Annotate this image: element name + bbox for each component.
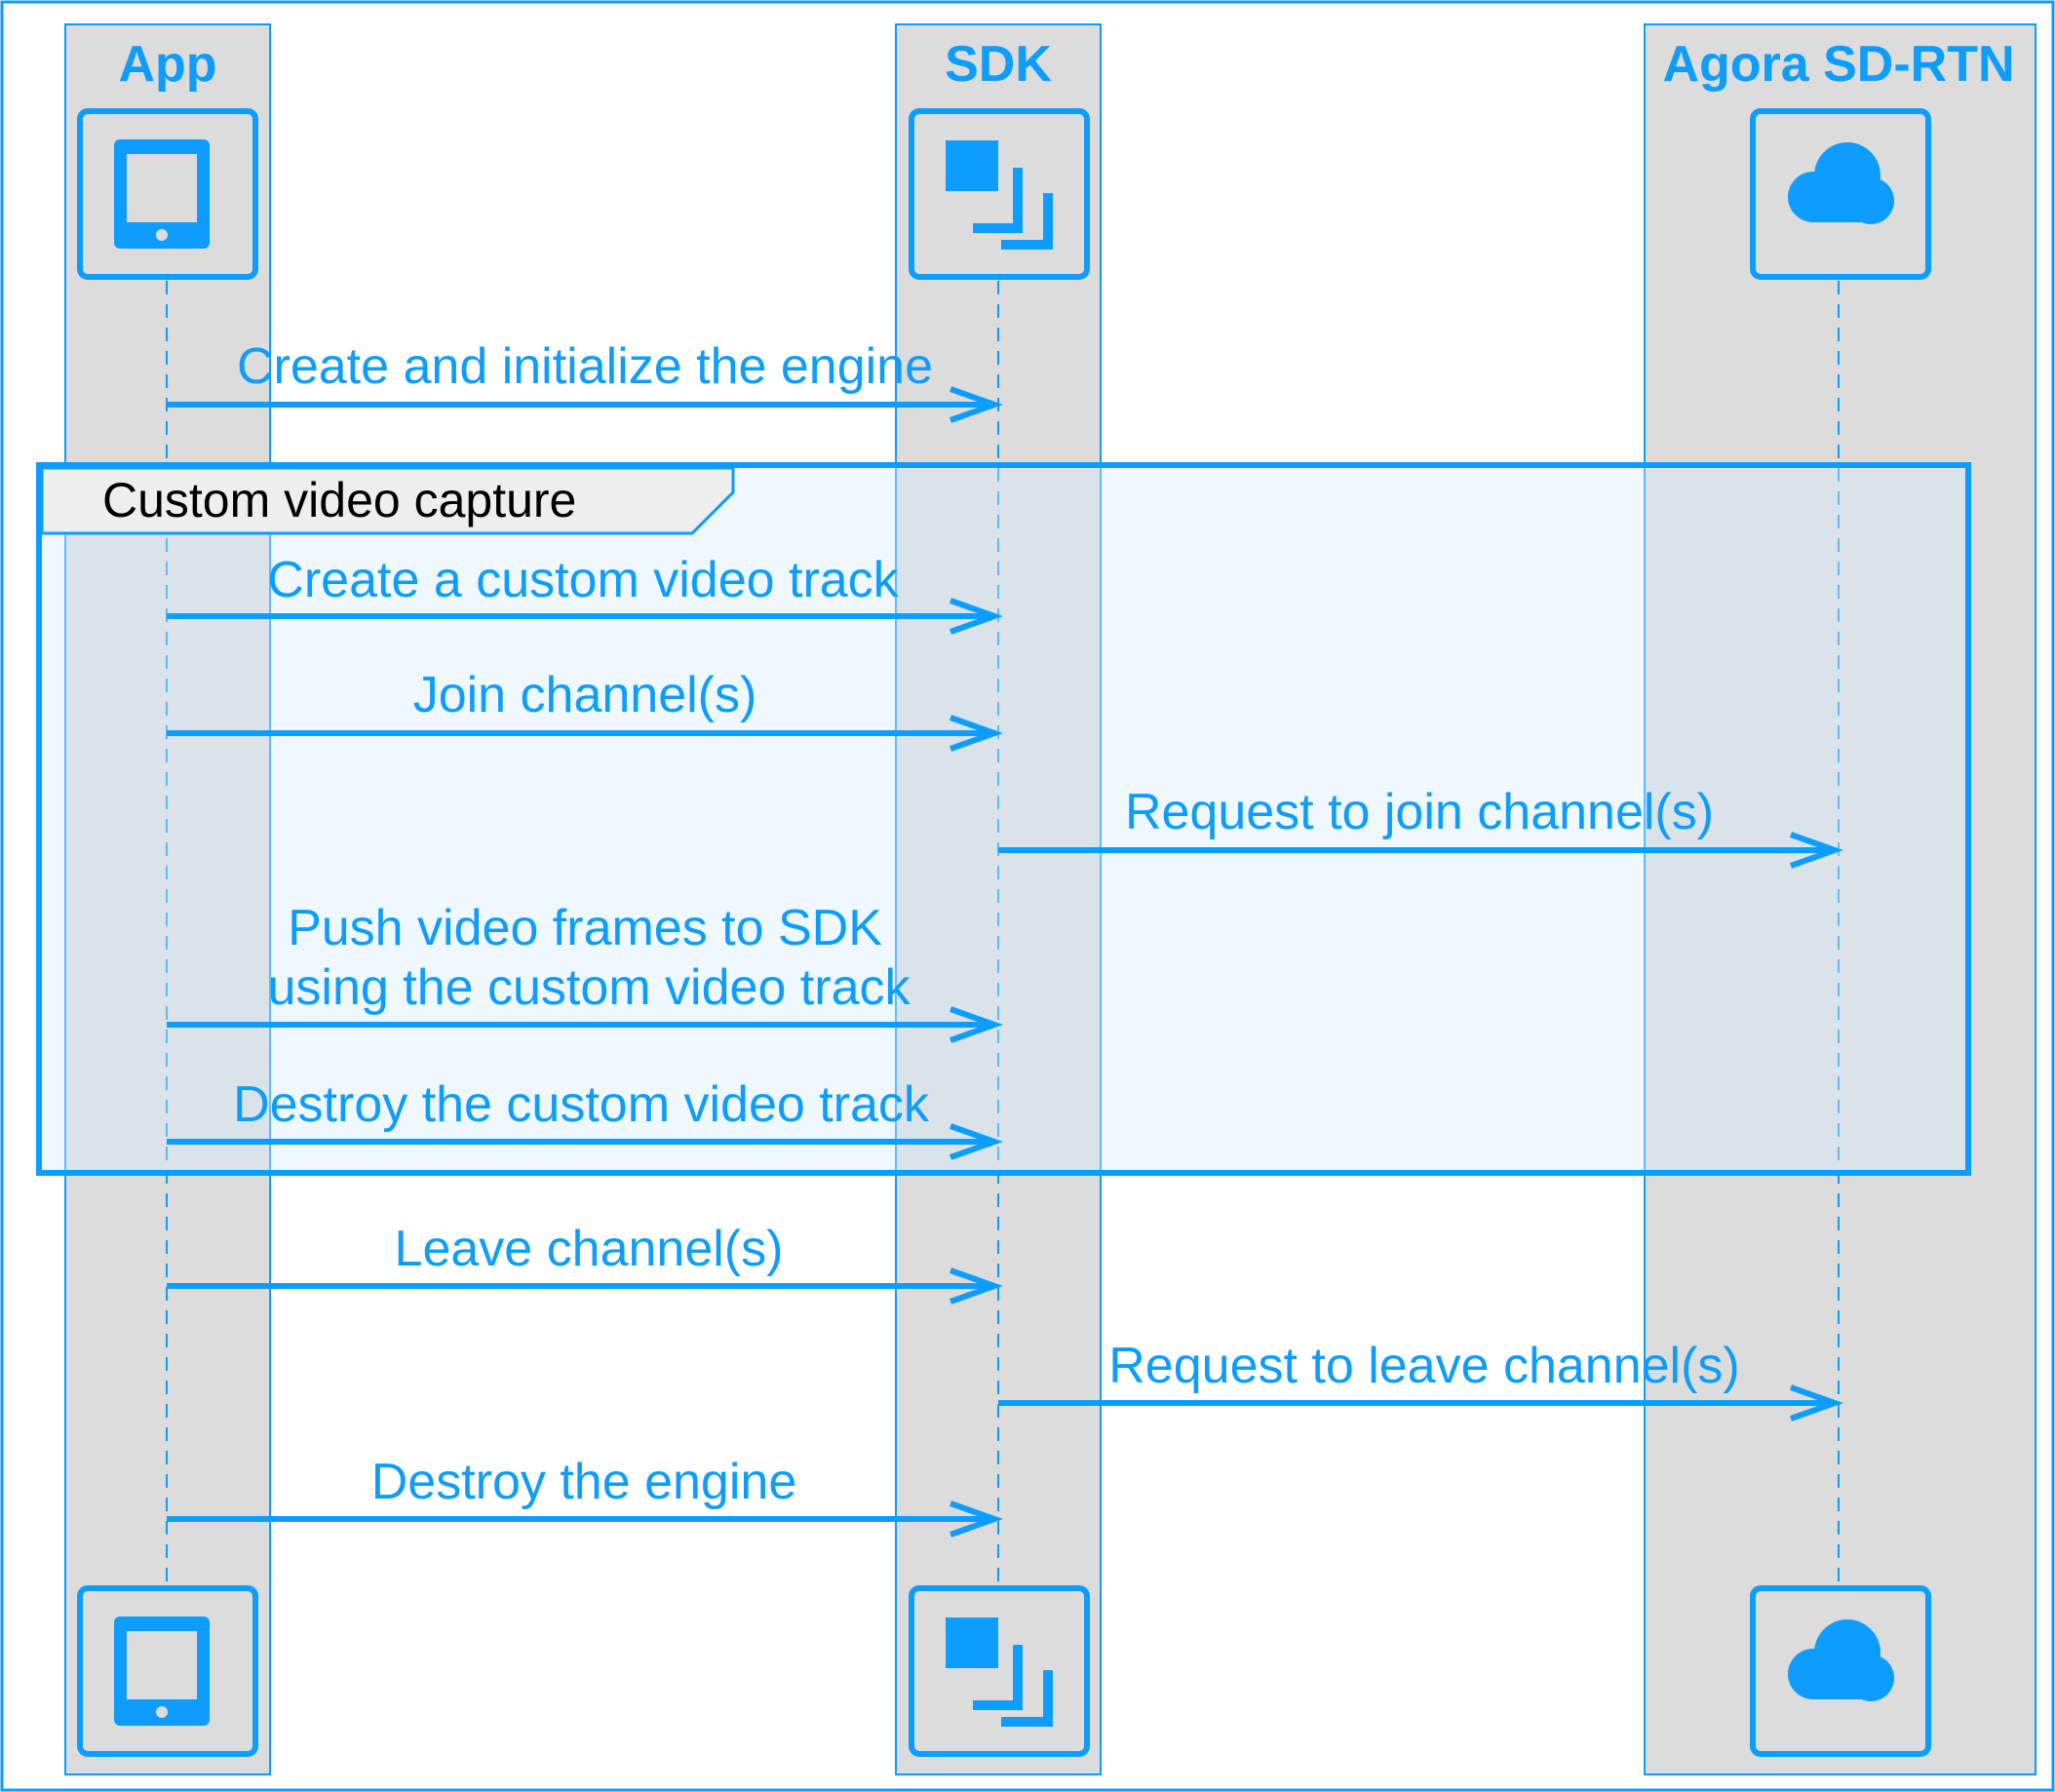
message-label: Create a custom video track [267, 552, 899, 608]
stacked-squares-icon [946, 1617, 1053, 1727]
message-label: Request to join channel(s) [1125, 784, 1714, 840]
message-label-line-1: Push video frames to SDK [288, 900, 882, 956]
participant-box-app-top [77, 108, 258, 280]
message-label: Create and initialize the engine [237, 338, 933, 395]
message-push-frames: Push video frames to SDK using the custo… [167, 900, 1003, 1043]
participant-box-rtn-top [1750, 108, 1931, 280]
message-label: Destroy the engine [371, 1454, 797, 1510]
message-destroy-custom-track: Destroy the custom video track [167, 1076, 1003, 1160]
message-label: Destroy the custom video track [233, 1076, 930, 1133]
participant-box-sdk-top [909, 108, 1090, 280]
cloud-icon [1788, 142, 1894, 224]
message-join-channel: Join channel(s) [167, 667, 1003, 752]
tablet-icon [114, 139, 210, 249]
group-label: Custom video capture [102, 473, 576, 527]
participant-label-app: App [118, 36, 216, 93]
message-request-leave: Request to leave channel(s) [998, 1338, 1843, 1422]
participant-box-sdk-bottom [909, 1585, 1090, 1757]
group-frame [36, 462, 1971, 1176]
tablet-icon [114, 1617, 210, 1726]
message-leave-channel: Leave channel(s) [167, 1221, 1003, 1305]
group-label-tab [40, 466, 735, 535]
message-request-join: Request to join channel(s) [998, 784, 1843, 869]
participant-box-app-bottom [77, 1585, 258, 1757]
message-create-custom-track: Create a custom video track [167, 552, 1003, 635]
participant-label-rtn: Agora SD-RTN [1662, 36, 2014, 93]
message-label: Leave channel(s) [395, 1221, 784, 1277]
group-custom-video-capture: Custom video capture [36, 462, 1971, 1176]
participant-label-sdk: SDK [945, 36, 1052, 93]
participant-box-rtn-bottom [1750, 1585, 1931, 1757]
message-label: Request to leave channel(s) [1108, 1338, 1740, 1394]
message-label-line-2: using the custom video track [268, 959, 911, 1016]
cloud-icon [1788, 1619, 1894, 1701]
message-label: Join channel(s) [413, 667, 757, 723]
message-destroy-engine: Destroy the engine [167, 1454, 1003, 1538]
stacked-squares-icon [946, 140, 1053, 250]
message-create-engine: Create and initialize the engine [167, 338, 1003, 423]
